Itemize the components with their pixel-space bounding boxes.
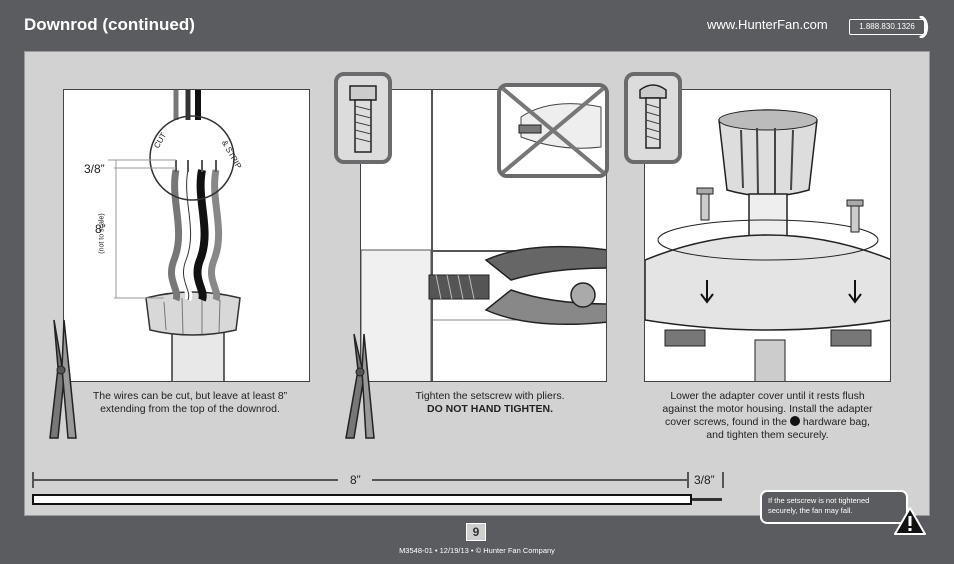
- step3-caption-line2: against the motor housing. Install the a…: [662, 403, 873, 415]
- pliers-icon: [345, 333, 375, 439]
- measure-large-label: 8”: [95, 222, 106, 236]
- step3-caption: Lower the adapter cover until it rests f…: [640, 390, 895, 442]
- adapter-screw-callout: [624, 72, 682, 164]
- ruler-long-label: 8”: [350, 473, 361, 487]
- phone-handset-icon: [919, 16, 929, 38]
- wire-cut-illustration: [63, 89, 310, 382]
- step2-caption-line2: DO NOT HAND TIGHTEN.: [427, 403, 553, 415]
- step1-caption: The wires can be cut, but leave at least…: [70, 390, 310, 416]
- step1-caption-line1: The wires can be cut, but leave at least…: [92, 390, 288, 402]
- hex-bolt-icon: [349, 85, 377, 153]
- wire-bar: [32, 494, 692, 505]
- adapter-cover-drawing: [645, 109, 890, 381]
- step3-caption-line3b: hardware bag,: [802, 416, 870, 428]
- ruler-long-line-left: [34, 479, 338, 481]
- step3-caption-line1: Lower the adapter cover until it rests f…: [670, 390, 865, 402]
- adapter-cover-illustration: [644, 89, 891, 382]
- hex-bolt-callout: [334, 72, 392, 164]
- ruler-right-tick: [722, 472, 724, 488]
- website-link[interactable]: www.HunterFan.com: [707, 17, 828, 32]
- ruler-short-label: 3/8”: [694, 473, 715, 487]
- wires-downrod-drawing: [108, 90, 241, 381]
- hardware-bag-dot-icon: [789, 416, 800, 426]
- step1-caption-line2: extending from the top of the downrod.: [100, 403, 280, 415]
- wire-stripper-icon: [49, 319, 77, 439]
- setscrew-pliers-drawing: [361, 90, 606, 381]
- step2-caption: Tighten the setscrew with pliers. DO NOT…: [370, 390, 610, 416]
- page-number: 9: [466, 523, 486, 541]
- measure-small-label: 3/8”: [84, 162, 105, 176]
- incorrect-method-callout: [497, 83, 609, 178]
- page-title: Downrod (continued): [24, 15, 195, 34]
- machine-screw-icon: [639, 84, 667, 149]
- doc-info: M3548-01 • 12/19/13 • © Hunter Fan Compa…: [399, 546, 555, 555]
- warning-triangle-icon: [894, 507, 926, 535]
- ruler-left-tick: [32, 472, 34, 488]
- step3-caption-line4: and tighten them securely.: [706, 429, 829, 441]
- ruler-long-line-right: [372, 479, 687, 481]
- warning-note: If the setscrew is not tightened securel…: [760, 490, 908, 524]
- phone-number: 1.888.830.1326: [849, 19, 925, 35]
- scale-note: (not to scale): [98, 213, 106, 254]
- ruler-mid-tick: [687, 472, 689, 488]
- wire-bar-stripped-end: [692, 498, 722, 501]
- no-hand-tighten-icon: [501, 87, 605, 174]
- step3-caption-line3: cover screws, found in the hardware bag,: [640, 416, 895, 429]
- step2-caption-line1: Tighten the setscrew with pliers.: [415, 390, 565, 402]
- step3-caption-line3a: cover screws, found in the: [665, 416, 787, 428]
